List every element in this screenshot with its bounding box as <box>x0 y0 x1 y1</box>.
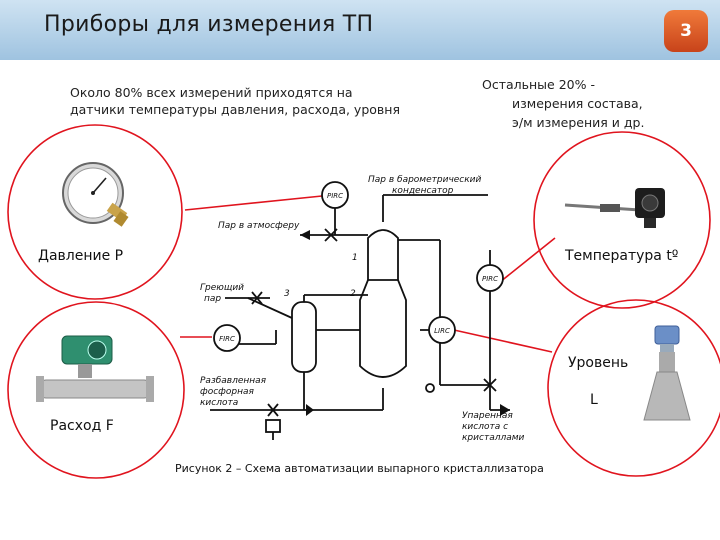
pirc-bubble <box>321 181 349 209</box>
steam-to-condenser-label: Пар в барометрический <box>368 175 482 185</box>
flow-meter-icon <box>36 335 154 402</box>
page-title: Приборы для измерения ТП <box>44 12 374 37</box>
sensor-circles <box>7 124 720 479</box>
level-radar-icon <box>643 325 691 421</box>
product-label-1: Упаренная <box>462 411 513 421</box>
temperature-sensor-icon <box>564 188 665 228</box>
valve-product <box>483 378 497 392</box>
separator-vessel <box>367 229 399 281</box>
level-symbol: L <box>590 392 598 408</box>
intro-right-line2: измерения состава, <box>512 96 643 111</box>
unit-number-3: 3 <box>284 289 290 299</box>
valve-heating <box>251 291 263 305</box>
tag-pirc2: PIRC <box>482 275 498 283</box>
heating-steam-label-2: пар <box>204 294 221 304</box>
tag-lirc: LIRC <box>434 327 450 335</box>
lirc-bubble <box>428 316 456 344</box>
condenser-label: конденсатор <box>392 186 454 196</box>
product-label-3: кристаллами <box>462 433 525 443</box>
firc-bubble <box>213 324 241 352</box>
leader-temperature <box>499 237 556 283</box>
steam-to-atmosphere-label: Пар в атмосферу <box>218 221 300 231</box>
intro-right-line3: э/м измерения и др. <box>512 115 645 130</box>
unit-number-2: 2 <box>350 289 356 299</box>
intro-left-line2: датчики температуры давления, расхода, у… <box>70 102 400 117</box>
flow-element <box>265 419 281 433</box>
pressure-gauge-icon <box>62 162 129 227</box>
leader-level <box>453 329 553 353</box>
figure-caption: Рисунок 2 – Схема автоматизации выпарног… <box>175 462 544 475</box>
level-circle <box>547 299 720 477</box>
leader-lines <box>180 195 556 353</box>
intro-left-line1: Около 80% всех измерений приходятся на <box>70 85 353 100</box>
pump-symbol <box>425 383 435 393</box>
tag-firc: FIRC <box>219 335 235 343</box>
acid-label-2: фосфорная <box>200 387 254 397</box>
intro-left: Около 80% всех измерений приходятся на д… <box>70 84 400 118</box>
product-label-2: кислота с <box>462 422 508 432</box>
pressure-circle <box>7 124 183 300</box>
flow-circle <box>7 301 185 479</box>
heater-vessel <box>291 301 317 373</box>
heating-steam-label-1: Греющий <box>200 283 244 293</box>
valve-acid <box>267 403 279 417</box>
intro-right: Остальные 20% - измерения состава, э/м и… <box>482 75 644 132</box>
leader-pressure <box>184 195 323 211</box>
slide-number-badge: 3 <box>664 10 708 52</box>
temperature-label: Температура tº <box>565 248 679 264</box>
tag-pirc: PIRC <box>327 192 343 200</box>
unit-number-1: 1 <box>352 253 358 263</box>
flow-label: Расход F <box>50 418 114 434</box>
valve-steam <box>324 228 338 242</box>
temperature-circle <box>533 131 711 309</box>
pressure-label: Давление Р <box>38 248 124 264</box>
acid-label-3: кислота <box>200 398 238 408</box>
acid-label-1: Разбавленная <box>200 376 267 386</box>
evaporator-vessel <box>359 279 407 378</box>
pirc2-bubble <box>476 264 504 292</box>
level-label: Уровень <box>568 355 629 371</box>
title-bar <box>0 0 720 60</box>
intro-right-line1: Остальные 20% - <box>482 77 595 92</box>
